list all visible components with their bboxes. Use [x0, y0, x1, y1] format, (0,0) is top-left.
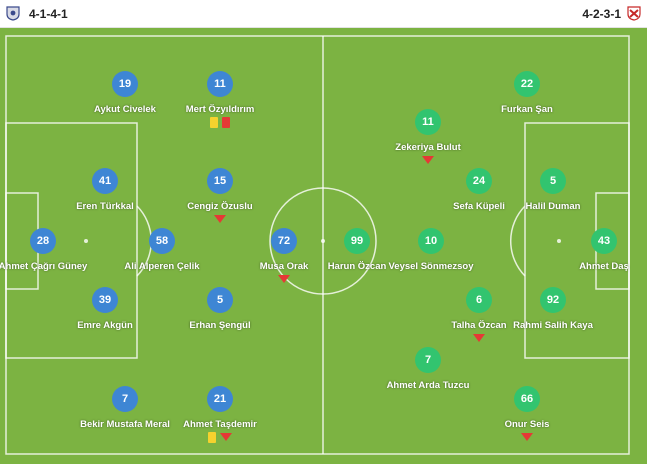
player-number: 92 [540, 287, 566, 313]
substitution-icon [473, 334, 485, 342]
player-number: 43 [591, 228, 617, 254]
player-name: Sefa Küpeli [453, 201, 505, 212]
player-events [140, 214, 300, 223]
player-name: Mert Özyıldırım [185, 104, 255, 115]
player-name: Ahmet Arda Tuzcu [386, 380, 470, 391]
player-name: Furkan Şan [501, 104, 553, 115]
away-player-5[interactable]: 5 Halil Duman [526, 168, 580, 212]
player-number: 19 [112, 71, 138, 97]
home-player-28[interactable]: 28 Ahmet Çağrı Güney [0, 228, 87, 272]
home-player-72[interactable]: 72 Musa Orak [260, 228, 308, 283]
home-player-39[interactable]: 39 Emre Akgün [77, 287, 133, 331]
player-number: 7 [112, 386, 138, 412]
player-number: 66 [514, 386, 540, 412]
player-number: 58 [149, 228, 175, 254]
player-name: Rahmi Salih Kaya [513, 320, 593, 331]
player-name: Ahmet Taşdemir [183, 419, 257, 430]
away-formation: 4-2-3-1 [582, 7, 621, 21]
lineup-header: 4-1-4-1 4-2-3-1 [0, 0, 647, 28]
player-name: Talha Özcan [451, 320, 507, 331]
away-player-7[interactable]: 7 Ahmet Arda Tuzcu [387, 347, 469, 391]
home-player-15[interactable]: 15 Cengiz Özuslu [187, 168, 253, 223]
player-number: 11 [207, 71, 233, 97]
player-number: 28 [30, 228, 56, 254]
player-number: 10 [418, 228, 444, 254]
away-player-99[interactable]: 99 Harun Özcan [328, 228, 386, 272]
away-player-22[interactable]: 22 Furkan Şan [501, 71, 553, 115]
away-player-92[interactable]: 92 Rahmi Salih Kaya [513, 287, 593, 331]
player-name: Musa Orak [259, 261, 309, 272]
player-events [399, 333, 559, 342]
player-name: Zekeriya Bulut [395, 142, 461, 153]
player-number: 6 [466, 287, 492, 313]
player-name: Ahmet Çağrı Güney [0, 261, 88, 272]
home-player-21[interactable]: 21 Ahmet Taşdemir [183, 386, 257, 443]
football-pitch: 19 Aykut Civelek 11 Mert Özyıldırım 41 E… [0, 28, 647, 464]
away-player-24[interactable]: 24 Sefa Küpeli [453, 168, 505, 212]
home-player-41[interactable]: 41 Eren Türkkal [76, 168, 134, 212]
home-player-19[interactable]: 19 Aykut Civelek [94, 71, 156, 115]
player-number: 5 [540, 168, 566, 194]
player-number: 24 [466, 168, 492, 194]
yellow-card-icon [210, 117, 218, 128]
substitution-icon [214, 215, 226, 223]
player-number: 5 [207, 287, 233, 313]
player-name: Emre Akgün [77, 320, 133, 331]
player-name: Bekir Mustafa Meral [80, 419, 170, 430]
player-name: Eren Türkkal [76, 201, 134, 212]
player-number: 21 [207, 386, 233, 412]
player-name: Harun Özcan [327, 261, 387, 272]
away-player-6[interactable]: 6 Talha Özcan [451, 287, 507, 342]
home-player-7[interactable]: 7 Bekir Mustafa Meral [80, 386, 170, 430]
player-number: 72 [271, 228, 297, 254]
away-player-66[interactable]: 66 Onur Seis [505, 386, 549, 441]
player-name: Veysel Sönmezsoy [388, 261, 474, 272]
player-events [204, 274, 364, 283]
player-events [447, 432, 607, 441]
player-number: 15 [207, 168, 233, 194]
player-number: 7 [415, 347, 441, 373]
yellow-card-icon [208, 432, 216, 443]
player-number: 99 [344, 228, 370, 254]
substitution-icon [422, 156, 434, 164]
away-player-10[interactable]: 10 Veysel Sönmezsoy [388, 228, 474, 272]
player-name: Halil Duman [525, 201, 581, 212]
player-number: 11 [415, 109, 441, 135]
home-player-5[interactable]: 5 Erhan Şengül [189, 287, 251, 331]
player-number: 39 [92, 287, 118, 313]
pitch-markings [5, 35, 630, 455]
player-name: Ali Alperen Çelik [124, 261, 200, 272]
away-player-43[interactable]: 43 Ahmet Daş [579, 228, 629, 272]
player-name: Onur Seis [504, 419, 550, 430]
substitution-icon [521, 433, 533, 441]
player-events [140, 117, 300, 128]
player-name: Ahmet Daş [579, 261, 629, 272]
home-formation: 4-1-4-1 [29, 7, 68, 21]
home-player-58[interactable]: 58 Ali Alperen Çelik [124, 228, 200, 272]
player-events [140, 432, 300, 443]
player-name: Aykut Civelek [94, 104, 156, 115]
home-team-crest-icon [6, 6, 20, 21]
red-card-icon [222, 117, 230, 128]
home-player-11[interactable]: 11 Mert Özyıldırım [186, 71, 254, 128]
away-team-crest-icon [627, 6, 641, 21]
away-player-11[interactable]: 11 Zekeriya Bulut [395, 109, 461, 164]
substitution-icon [220, 433, 232, 441]
player-name: Erhan Şengül [189, 320, 251, 331]
substitution-icon [278, 275, 290, 283]
player-name: Cengiz Özuslu [187, 201, 253, 212]
player-events [348, 155, 508, 164]
player-number: 41 [92, 168, 118, 194]
player-number: 22 [514, 71, 540, 97]
